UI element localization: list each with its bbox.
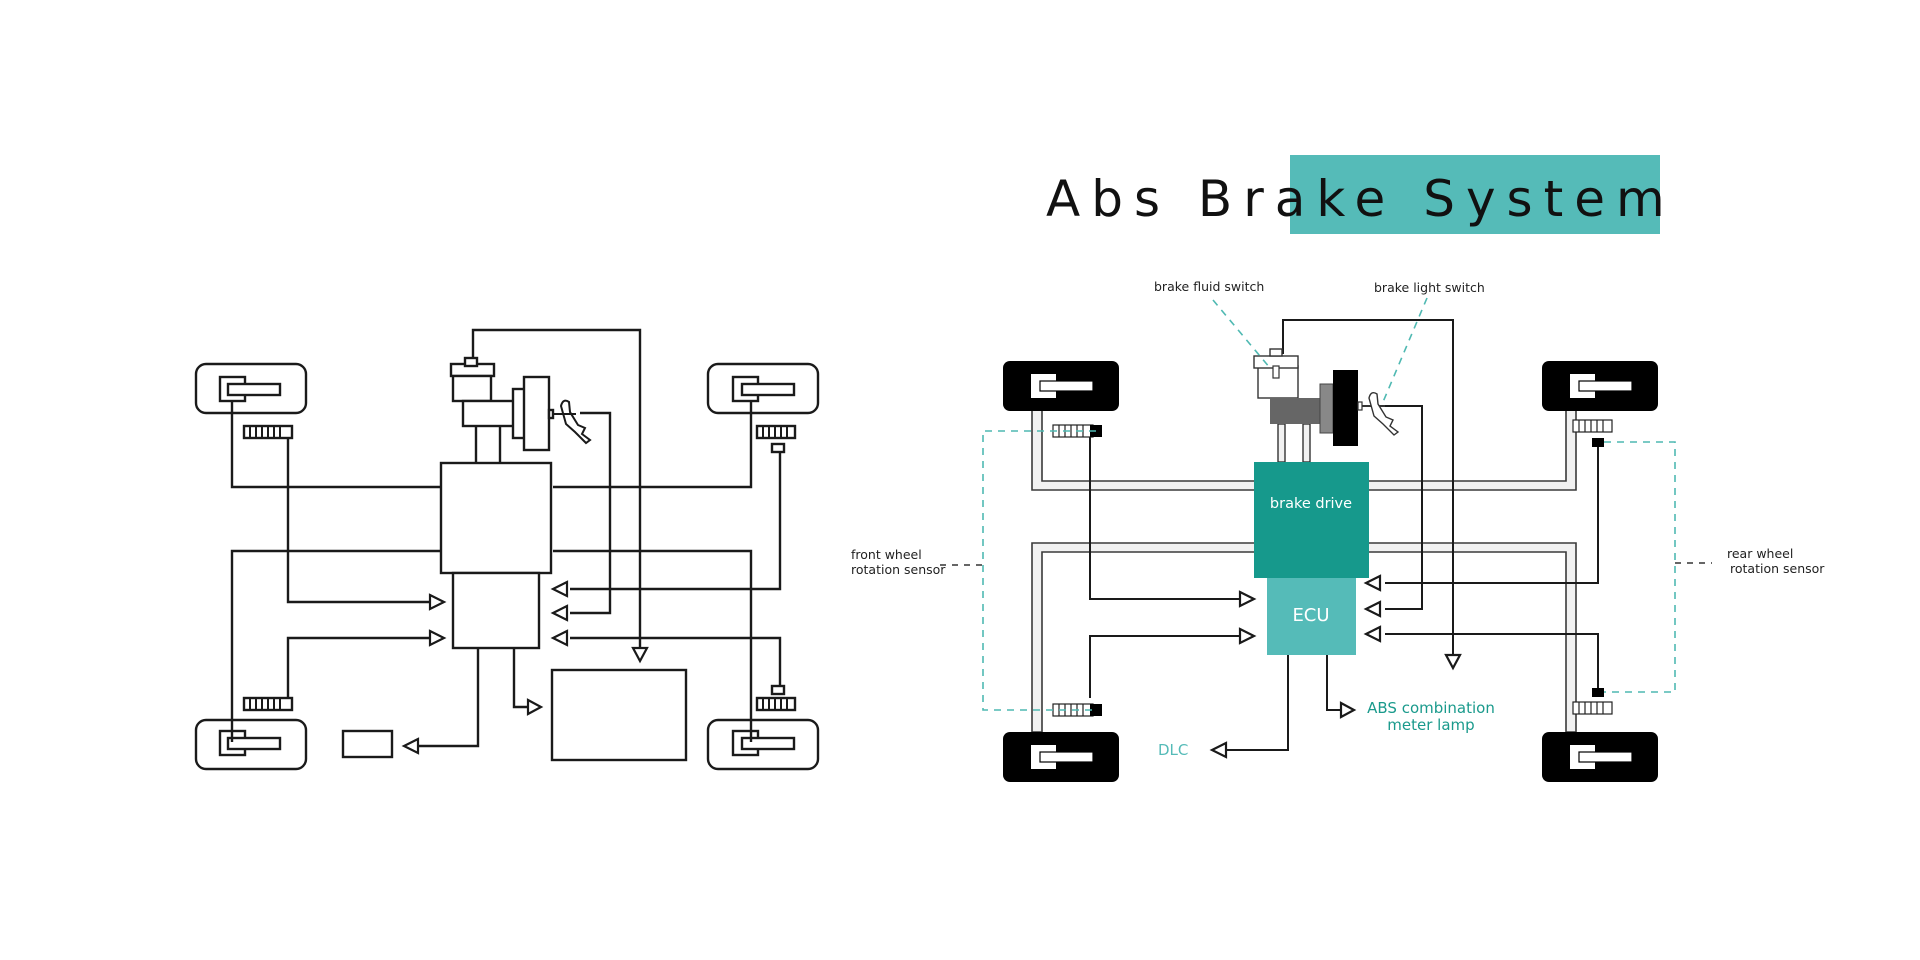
right-arrow-pedal-ecu xyxy=(1363,600,1382,618)
left-sensor-rear-left xyxy=(242,696,294,712)
left-arrow-fr-ecu xyxy=(550,580,569,598)
left-wire-reservoir-loop xyxy=(471,328,642,648)
right-arrow-down xyxy=(1444,653,1462,671)
right-booster xyxy=(1333,370,1358,446)
right-wheel-rear-left xyxy=(1003,732,1119,782)
leader-rear-sensors xyxy=(1604,441,1676,693)
right-arrow-fl-ecu xyxy=(1238,590,1257,608)
right-arrow-dlc xyxy=(1209,741,1228,759)
right-wire-rr-sensor-ecu xyxy=(1385,633,1599,688)
leader-brake-light-switch xyxy=(1382,297,1428,403)
brake-light-switch-label: brake light switch xyxy=(1374,280,1485,295)
left-wheel-rear-right xyxy=(706,718,820,771)
right-wire-pedal-ecu xyxy=(1383,405,1423,610)
left-wheel-rear-left xyxy=(194,718,308,771)
left-wire-ecu-dlc xyxy=(418,648,480,748)
right-mc-rod-1 xyxy=(1277,423,1286,463)
right-wire-ecu-lamp xyxy=(1326,648,1341,711)
right-arrow-rr-ecu xyxy=(1363,625,1382,643)
abs-lamp-label-line2: meter lamp xyxy=(1387,716,1474,734)
brake-drive-block: brake drive xyxy=(1254,462,1369,578)
right-wheel-front-right xyxy=(1542,361,1658,411)
left-wire-pedal-ecu xyxy=(570,411,612,615)
left-arrow-dlc xyxy=(401,737,420,755)
left-wire-fr-drive xyxy=(553,400,753,489)
right-wire-fr-sensor-ecu xyxy=(1385,447,1599,584)
right-wire-ecu-dlc xyxy=(1226,648,1289,751)
left-master-cylinder xyxy=(461,399,517,428)
right-arrow-rl-ecu xyxy=(1238,627,1257,645)
left-ecu-block xyxy=(451,571,541,650)
leader-front-sensors xyxy=(982,430,1096,711)
rear-sensor-label-line2: rotation sensor xyxy=(1730,561,1825,576)
left-arrow-lamp xyxy=(526,698,544,716)
left-reservoir xyxy=(451,374,493,403)
left-arrow-rr-ecu xyxy=(550,629,569,647)
right-wheel-rear-right xyxy=(1542,732,1658,782)
leader-brake-fluid-switch xyxy=(1212,299,1271,369)
right-wire-fl-sensor-ecu xyxy=(1089,432,1240,600)
right-wire-rl-sensor-ecu xyxy=(1089,635,1240,698)
rear-sensor-label-line1: rear wheel xyxy=(1727,546,1793,561)
right-booster-ring xyxy=(1319,383,1334,434)
left-arrow-rl-ecu xyxy=(428,629,447,647)
right-brake-pedal-icon xyxy=(1357,391,1400,436)
left-wire-fr-sensor-ecu xyxy=(570,452,782,591)
left-arrow-fl-ecu xyxy=(428,593,447,611)
left-wire-rr-drive xyxy=(553,549,753,742)
right-arrow-fr-ecu xyxy=(1363,574,1382,592)
ecu-label: ECU xyxy=(1292,605,1329,626)
left-diagram xyxy=(194,328,820,771)
left-wires xyxy=(230,328,782,748)
brake-drive-label: brake drive xyxy=(1270,496,1352,512)
right-brake-assembly xyxy=(1253,348,1400,463)
brake-fluid-switch-label: brake fluid switch xyxy=(1154,279,1264,294)
left-arrow-pedal-ecu xyxy=(550,604,569,622)
page-title: Abs Brake System xyxy=(1046,170,1676,228)
left-sensor-front-left xyxy=(242,424,294,440)
title-accent-bar xyxy=(1290,155,1660,234)
left-reservoir-nipple xyxy=(463,356,479,368)
left-sensor-front-right xyxy=(755,424,797,454)
right-wire-reservoir-loop xyxy=(1282,319,1454,655)
left-wheel-front-left xyxy=(194,362,308,415)
right-arrows xyxy=(1209,574,1462,759)
right-sensor-front-right xyxy=(1572,419,1613,447)
left-wire-fl-sensor-ecu xyxy=(286,438,430,604)
left-arrows xyxy=(401,580,649,755)
brake-pedal-icon xyxy=(547,399,592,445)
abs-lamp-label-line1: ABS combination xyxy=(1367,699,1495,717)
left-wire-rl-sensor-ecu xyxy=(286,636,430,698)
right-labels: brake fluid switch brake light switch fr… xyxy=(851,279,1825,759)
front-sensor-label-line2: rotation sensor xyxy=(851,562,946,577)
right-master-cylinder xyxy=(1270,398,1322,424)
right-mc-rod-2 xyxy=(1302,423,1311,463)
ecu-block: ECU xyxy=(1267,578,1356,655)
right-sensor-rear-right xyxy=(1572,688,1613,715)
left-booster xyxy=(522,375,551,452)
right-leader-lines xyxy=(940,297,1712,711)
right-reservoir-nipple xyxy=(1269,348,1283,357)
title-group: Abs Brake System xyxy=(1046,155,1676,234)
left-brake-drive-block xyxy=(439,461,553,575)
front-sensor-label-line1: front wheel xyxy=(851,547,922,562)
left-meter-lamp-block xyxy=(550,668,688,762)
left-dlc-block xyxy=(341,729,394,759)
right-wires xyxy=(1089,319,1599,751)
right-wheel-front-left xyxy=(1003,361,1119,411)
left-wire-fl-drive xyxy=(230,400,443,489)
left-arrow-down xyxy=(631,646,649,664)
right-reservoir-gauge xyxy=(1272,365,1280,379)
left-brake-assembly xyxy=(449,356,592,452)
left-wheel-front-right xyxy=(706,362,820,415)
left-wire-rl-drive xyxy=(230,549,443,742)
left-wire-ecu-lamp xyxy=(512,648,528,709)
left-sensor-rear-right xyxy=(755,684,797,712)
right-diagram: brake drive ECU xyxy=(851,279,1825,782)
dlc-label: DLC xyxy=(1158,741,1188,759)
left-wire-rr-sensor-ecu xyxy=(570,636,782,688)
right-arrow-lamp xyxy=(1339,701,1357,719)
